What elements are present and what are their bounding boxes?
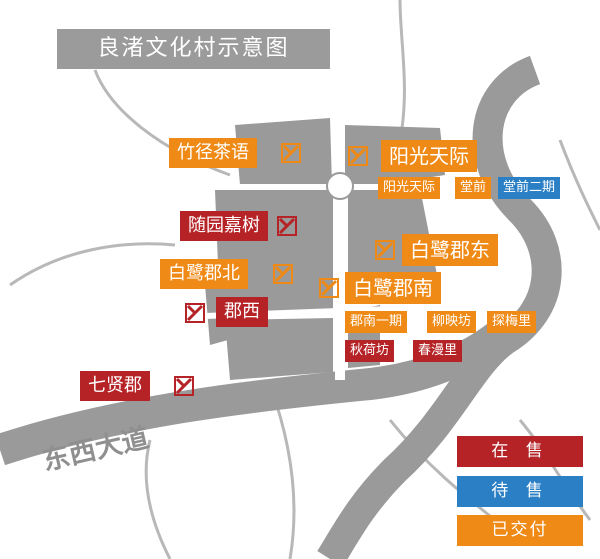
road-east	[558, 139, 600, 231]
crossed-square-icon[interactable]	[280, 142, 302, 164]
label-qixianjun[interactable]: 七贤郡	[80, 371, 150, 401]
label-yangguangtianji-small[interactable]: 阳光天际	[378, 177, 441, 199]
crossed-square-icon[interactable]	[347, 145, 369, 167]
legend-pending-sale: 待 售	[457, 476, 583, 507]
road-south-center	[268, 384, 296, 559]
label-chunmanli[interactable]: 春漫里	[413, 340, 463, 362]
crossed-square-icon[interactable]	[272, 263, 294, 285]
crossed-square-icon[interactable]	[276, 215, 298, 237]
label-suiyuanjiashu[interactable]: 随园嘉树	[180, 211, 268, 241]
roundabout	[326, 172, 354, 200]
label-tanmeili[interactable]: 探梅里	[487, 311, 537, 333]
block-center-west	[215, 188, 333, 315]
crossed-square-icon[interactable]	[318, 277, 340, 299]
block-north-west	[235, 118, 332, 185]
road-west	[9, 242, 176, 287]
crossed-square-icon[interactable]	[184, 302, 206, 324]
label-qiuhefang[interactable]: 秋荷坊	[345, 340, 395, 362]
label-junnan-yiqi[interactable]: 郡南一期	[345, 311, 408, 333]
label-tangqian-erqi[interactable]: 堂前二期	[498, 177, 561, 199]
main-road-east-curve	[317, 55, 562, 559]
label-junxi[interactable]: 郡西	[216, 297, 268, 327]
crossed-square-icon[interactable]	[374, 239, 396, 261]
label-zhujingchayu[interactable]: 竹径茶语	[169, 138, 257, 168]
label-bailujunbei[interactable]: 白鹭郡北	[160, 259, 248, 289]
label-liuyingfang[interactable]: 柳映坊	[427, 311, 477, 333]
block-south-west	[225, 318, 333, 380]
road-south-west	[144, 439, 172, 559]
label-bailujundong[interactable]: 白鹭郡东	[402, 234, 498, 266]
legend-delivered: 已交付	[457, 515, 583, 546]
crossed-square-icon[interactable]	[173, 375, 195, 397]
label-yangguangtianji[interactable]: 阳光天际	[381, 140, 477, 172]
map-title: 良渚文化村示意图	[57, 29, 330, 69]
legend-on-sale: 在 售	[457, 436, 583, 467]
road-north	[398, 0, 406, 141]
label-bailujunnan[interactable]: 白鹭郡南	[345, 272, 441, 304]
label-tangqian[interactable]: 堂前	[455, 177, 492, 199]
